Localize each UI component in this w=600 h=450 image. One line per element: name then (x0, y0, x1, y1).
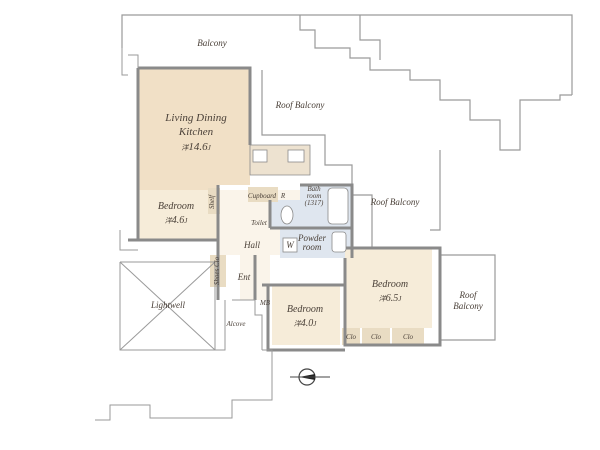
bedroom-4.6-size: 洋4.6J (165, 215, 189, 226)
bedroom-4.0-size: 洋4.0J (294, 318, 318, 329)
refrigerator-label: R (280, 192, 286, 200)
entrance-label: Ent (237, 272, 251, 282)
bedroom-4.6-floor (138, 190, 218, 240)
bathtub (327, 187, 349, 225)
toilet-bowl (280, 205, 294, 225)
balcony-label: Balcony (197, 38, 227, 48)
wall-details (95, 48, 273, 421)
powder-label-1: Powder (297, 233, 326, 243)
bedroom-4.0-name: Bedroom (287, 304, 323, 315)
shelf-label: Shelf (208, 194, 216, 209)
washbasin (331, 231, 347, 253)
bath-label-1: Bath (307, 185, 321, 193)
cupboard-label: Cupboard (248, 192, 277, 200)
washer (282, 237, 298, 253)
balcony-outlines (121, 14, 573, 341)
washer-label: W (286, 240, 295, 250)
meter-box-label: MB (259, 299, 271, 307)
bedroom-4.0-floor (272, 285, 340, 345)
toilet-label: Toilet (251, 219, 268, 227)
bath-label-2: room (307, 192, 322, 200)
kitchen-sink (287, 149, 305, 163)
cupboard-floor (248, 187, 278, 202)
shoes-closet-label: Shoes Clo (213, 256, 221, 285)
hall-label: Hall (243, 240, 261, 250)
living-dining-kitchen-floor (138, 68, 250, 190)
living-name-line2: Kitchen (178, 126, 214, 138)
alcove-label: Alcove (225, 320, 245, 328)
roof-balcony-label-1: Roof Balcony (275, 100, 325, 110)
bedroom-6.5-name: Bedroom (372, 279, 408, 290)
north-compass-icon (290, 368, 330, 386)
fixtures (252, 149, 349, 253)
roof-balcony-label-3b: Balcony (453, 301, 483, 311)
living-size: 洋14.6J (181, 141, 211, 153)
closet-label-2: Clo (371, 333, 382, 341)
closet-label-3: Clo (403, 333, 414, 341)
bath-label-3: (1317) (305, 199, 324, 207)
lightwell-label: Lightwell (150, 300, 186, 310)
roof-balcony-label-2: Roof Balcony (370, 197, 420, 207)
stove (252, 149, 268, 163)
roof-balcony-label-3a: Roof (459, 290, 478, 300)
bedroom-6.5-size: 洋6.5J (379, 293, 403, 304)
bedroom-4.6-name: Bedroom (158, 201, 194, 212)
powder-label-2: room (303, 242, 322, 252)
closet-label-1: Clo (346, 333, 357, 341)
closet-2 (362, 328, 390, 345)
closet-3 (392, 328, 424, 345)
bedroom-6.5-floor (345, 248, 432, 328)
living-name-line1: Living Dining (164, 112, 227, 124)
